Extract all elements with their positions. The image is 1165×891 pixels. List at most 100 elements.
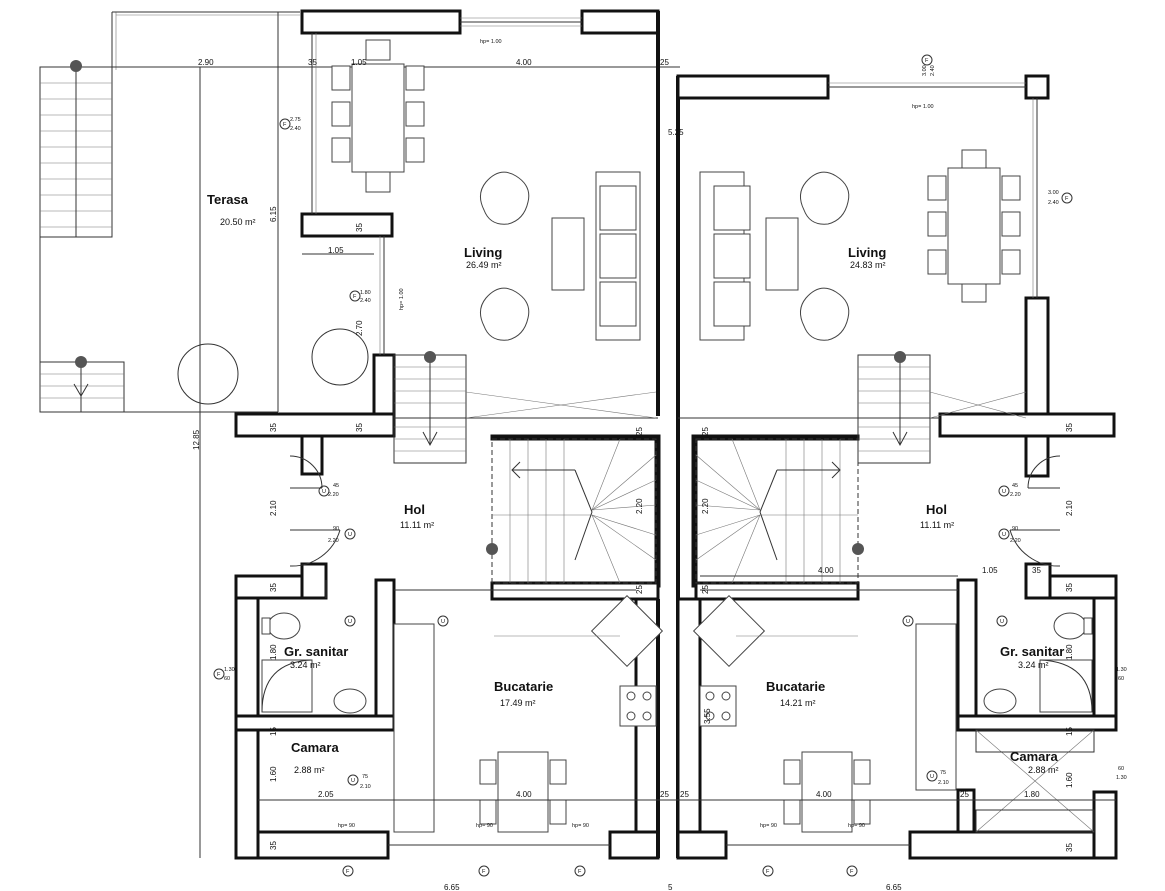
terasa-area: 20.50 m²	[220, 217, 256, 227]
svg-text:U: U	[322, 489, 326, 495]
svg-text:F: F	[346, 869, 350, 875]
kitchen-right	[692, 589, 958, 833]
svg-text:35: 35	[355, 223, 364, 232]
svg-text:35: 35	[1065, 423, 1074, 432]
svg-text:35: 35	[355, 423, 364, 432]
svg-text:1.80: 1.80	[360, 290, 371, 296]
svg-text:F: F	[283, 122, 287, 128]
svg-text:60: 60	[1118, 766, 1124, 772]
cam-right-name: Camara	[1010, 749, 1058, 764]
svg-text:75: 75	[940, 770, 946, 776]
svg-text:25: 25	[635, 427, 644, 436]
living-right-name: Living	[848, 245, 886, 260]
svg-text:1.30: 1.30	[224, 667, 235, 673]
svg-text:2.20: 2.20	[328, 538, 339, 544]
svg-text:2.40: 2.40	[360, 298, 371, 304]
cam-right-area: 2.88 m²	[1028, 765, 1059, 775]
living-set-right	[699, 171, 850, 341]
svg-text:2.40: 2.40	[930, 65, 936, 76]
svg-text:75: 75	[362, 774, 368, 780]
svg-text:2.70: 2.70	[355, 320, 364, 336]
svg-text:U: U	[1002, 532, 1006, 538]
svg-text:U: U	[1000, 619, 1004, 625]
stair-right-straight	[857, 351, 1027, 464]
walls-right-unit	[676, 74, 1118, 860]
svg-text:35: 35	[269, 423, 278, 432]
svg-text:2.20: 2.20	[1010, 538, 1021, 544]
svg-text:4.00: 4.00	[516, 790, 532, 799]
gs-left-name: Gr. sanitar	[284, 644, 348, 659]
svg-text:2.40: 2.40	[1048, 200, 1059, 206]
glazing	[311, 17, 1038, 846]
svg-text:U: U	[930, 774, 934, 780]
cam-left-area: 2.88 m²	[294, 765, 325, 775]
svg-text:1.05: 1.05	[351, 58, 367, 67]
stair-left-straight	[393, 351, 657, 464]
hol-left-area: 11.11 m²	[400, 520, 434, 530]
svg-text:1.60: 1.60	[269, 766, 278, 782]
svg-text:U: U	[441, 619, 445, 625]
svg-text:hp= 90: hp= 90	[848, 823, 865, 829]
hol-right-name: Hol	[926, 502, 947, 517]
svg-text:1.80: 1.80	[269, 644, 278, 660]
svg-text:4.00: 4.00	[816, 790, 832, 799]
svg-text:F: F	[766, 869, 770, 875]
buc-right-name: Bucatarie	[766, 679, 825, 694]
svg-text:3.00: 3.00	[1048, 190, 1059, 196]
svg-text:25: 25	[660, 790, 669, 799]
living-left-area: 26.49 m²	[466, 260, 502, 270]
svg-text:hp= 1.00: hp= 1.00	[480, 39, 502, 45]
stair-right-winder	[695, 438, 864, 584]
svg-text:hp= 90: hp= 90	[760, 823, 777, 829]
buc-left-area: 17.49 m²	[500, 698, 536, 708]
living-left-name: Living	[464, 245, 502, 260]
svg-text:5: 5	[668, 883, 673, 891]
exterior-stair-top	[39, 60, 113, 238]
svg-text:2.05: 2.05	[318, 790, 334, 799]
svg-text:2.20: 2.20	[701, 498, 710, 514]
gs-right-area: 3.24 m²	[1018, 660, 1049, 670]
svg-text:F: F	[850, 869, 854, 875]
stair-left-winder	[486, 438, 657, 584]
svg-text:F: F	[353, 294, 357, 300]
svg-text:hp= 1.00: hp= 1.00	[912, 104, 934, 110]
svg-text:45: 45	[1012, 483, 1018, 489]
buc-left-name: Bucatarie	[494, 679, 553, 694]
terasa-name: Terasa	[207, 192, 249, 207]
svg-text:U: U	[906, 619, 910, 625]
svg-text:1.80: 1.80	[1024, 790, 1040, 799]
camara-right-cross	[975, 729, 1095, 833]
svg-text:1.80: 1.80	[1065, 644, 1074, 660]
svg-text:U: U	[1002, 489, 1006, 495]
svg-text:60: 60	[1118, 676, 1124, 682]
svg-text:5.25: 5.25	[668, 128, 684, 137]
svg-text:35: 35	[308, 58, 317, 67]
svg-text:60: 60	[224, 676, 230, 682]
svg-text:6.15: 6.15	[269, 206, 278, 222]
svg-text:F: F	[482, 869, 486, 875]
svg-text:6.65: 6.65	[886, 883, 902, 891]
svg-text:15: 15	[269, 727, 278, 736]
svg-text:F: F	[1065, 196, 1069, 202]
svg-text:90: 90	[1012, 526, 1018, 532]
svg-text:35: 35	[1065, 583, 1074, 592]
dimensions-horizontal: 2.90 35 1.05 4.00 25 5.25 1.05 4.00 1.05…	[198, 58, 1116, 891]
svg-text:35: 35	[1032, 566, 1041, 575]
svg-text:2.20: 2.20	[1010, 492, 1021, 498]
door-swings	[289, 455, 1061, 567]
buc-right-area: 14.21 m²	[780, 698, 816, 708]
tree-symbol-2	[311, 328, 369, 386]
svg-text:45: 45	[333, 483, 339, 489]
svg-text:F: F	[217, 672, 221, 678]
svg-text:15: 15	[1065, 727, 1074, 736]
svg-text:2.20: 2.20	[635, 498, 644, 514]
bathroom-left	[261, 580, 367, 714]
svg-text:1.05: 1.05	[328, 246, 344, 255]
svg-text:1.30: 1.30	[1116, 667, 1127, 673]
dining-table-right	[927, 149, 1021, 303]
tree-symbol	[177, 343, 239, 405]
bathroom-right	[983, 612, 1093, 714]
svg-text:hp= 90: hp= 90	[476, 823, 493, 829]
svg-text:35: 35	[269, 841, 278, 850]
svg-text:35: 35	[269, 583, 278, 592]
